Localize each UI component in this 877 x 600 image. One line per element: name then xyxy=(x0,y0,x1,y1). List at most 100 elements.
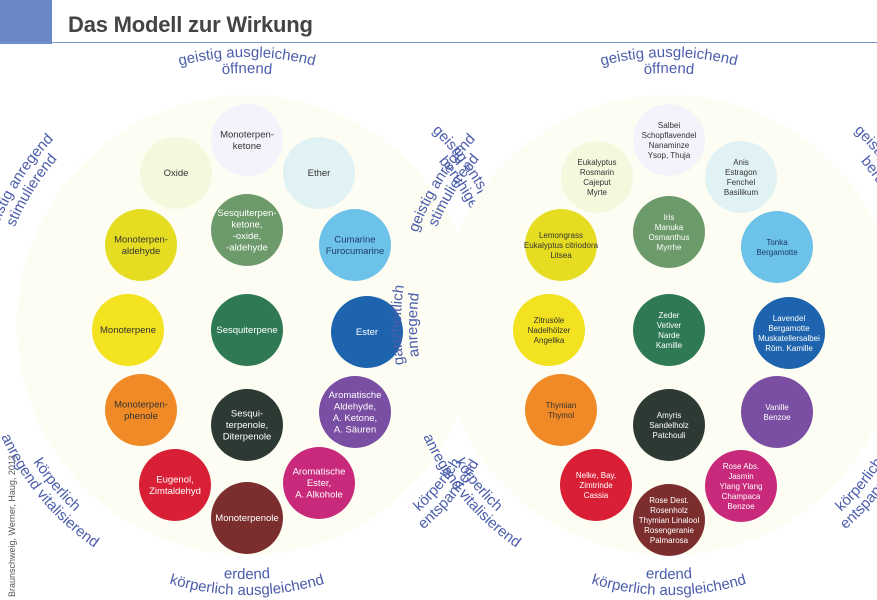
circle-label: terpenole, xyxy=(226,420,268,431)
circle-shape xyxy=(211,194,283,266)
wheel-label-top: öffnend xyxy=(221,60,273,78)
circle-shape xyxy=(753,297,825,369)
circle-label: Sesquiterpene xyxy=(216,325,277,336)
circle-shape xyxy=(283,137,355,209)
circle-label: Palmarosa xyxy=(650,536,689,545)
circle-shape xyxy=(211,294,283,366)
circle-label: Diterpenole xyxy=(223,432,272,443)
circle-label: Bergamotte xyxy=(756,248,798,257)
title-rule xyxy=(0,42,877,43)
circle-label: Estragon xyxy=(725,168,757,177)
circle-label: Zimtaldehyd xyxy=(149,486,201,497)
circle-label: Thymian xyxy=(546,401,577,410)
circle-label: Kamille xyxy=(656,341,683,350)
circle-shape xyxy=(561,141,633,213)
circle-label: Monoterpen- xyxy=(114,234,168,245)
circle-label: Aldehyde, xyxy=(334,401,376,412)
substance-circle: Ester xyxy=(331,296,403,368)
circle-label: Nadelhölzer xyxy=(528,326,571,335)
circle-label: Benzoe xyxy=(727,502,755,511)
circle-label: Basilikum xyxy=(724,188,759,197)
circle-label: Rose Abs. xyxy=(723,462,759,471)
title-accent-block xyxy=(0,0,52,44)
circle-label: Rose Dest. xyxy=(649,496,689,505)
substance-circle: Monoterpene xyxy=(92,294,164,366)
circle-label: Eugenol, xyxy=(156,474,194,485)
circle-label: Cumarine xyxy=(334,234,375,245)
circle-label: Anis xyxy=(733,158,749,167)
circle-label: Fenchel xyxy=(727,178,756,187)
circle-shape xyxy=(140,137,212,209)
circle-shape xyxy=(633,484,705,556)
circle-shape xyxy=(92,294,164,366)
circle-label: Patchouli xyxy=(653,431,686,440)
circle-label: Lavendel xyxy=(773,314,806,323)
circle-label: -oxide, xyxy=(233,231,262,242)
circle-label: Oxide xyxy=(164,168,189,179)
wheel-label-bottom: erdend xyxy=(223,565,270,583)
circle-shape xyxy=(633,196,705,268)
substance-circle: LavendelBergamotteMuskatellersalbeiRöm. … xyxy=(753,297,825,369)
circle-shape xyxy=(105,374,177,446)
circle-label: Manuka xyxy=(655,223,684,232)
circle-shape xyxy=(633,104,705,176)
circle-label: Ysop, Thuja xyxy=(648,151,691,160)
circle-shape xyxy=(633,389,705,461)
circle-shape xyxy=(513,294,585,366)
circle-label: Monoterpen- xyxy=(114,399,168,410)
circle-label: Rosengeranie xyxy=(644,526,694,535)
circle-shape xyxy=(633,294,705,366)
circle-label: ketone xyxy=(233,141,262,152)
circle-label: Furocumarine xyxy=(326,246,385,257)
page-title: Das Modell zur Wirkung xyxy=(68,12,313,37)
substance-circle: Monoterpen-aldehyde xyxy=(105,209,177,281)
circle-shape xyxy=(105,209,177,281)
circle-label: Röm. Kamille xyxy=(765,344,813,353)
circle-label: Monoterpenole xyxy=(215,513,278,524)
substance-circle: Ether xyxy=(283,137,355,209)
circle-label: Ester, xyxy=(307,478,331,489)
circle-label: Amyris xyxy=(657,411,681,420)
circle-label: Myrte xyxy=(587,188,608,197)
circle-label: Aromatische xyxy=(329,390,382,401)
circle-label: Ylang Ylang xyxy=(720,482,763,491)
wheel-label-top: öffnend xyxy=(643,60,695,78)
title-bar: Das Modell zur Wirkung xyxy=(0,0,877,44)
circle-label: Rosmarin xyxy=(580,168,614,177)
circle-label: Zimtrinde xyxy=(579,481,613,490)
circle-label: -aldehyde xyxy=(226,242,268,253)
circle-shape xyxy=(319,209,391,281)
circle-label: Bergamotte xyxy=(768,324,810,333)
circle-shape xyxy=(705,450,777,522)
circle-label: A. Säuren xyxy=(334,424,376,435)
circle-shape xyxy=(705,141,777,213)
circle-label: Sesqui- xyxy=(231,409,263,420)
circle-shape xyxy=(525,209,597,281)
substance-circle: Monoterpen-ketone xyxy=(211,104,283,176)
circle-label: Monoterpene xyxy=(100,325,156,336)
circle-label: Salbei xyxy=(658,121,680,130)
circle-label: phenole xyxy=(124,411,158,422)
circle-shape xyxy=(525,374,597,446)
wheel-label-left: anregend xyxy=(0,292,1,358)
substance-circle: Oxide xyxy=(140,137,212,209)
circle-label: Eukalyptus xyxy=(577,158,616,167)
substance-circle: Monoterpenole xyxy=(211,482,283,554)
circle-label: Lemongrass xyxy=(539,231,583,240)
circle-label: Myrrhe xyxy=(657,243,682,252)
circle-shape xyxy=(331,296,403,368)
